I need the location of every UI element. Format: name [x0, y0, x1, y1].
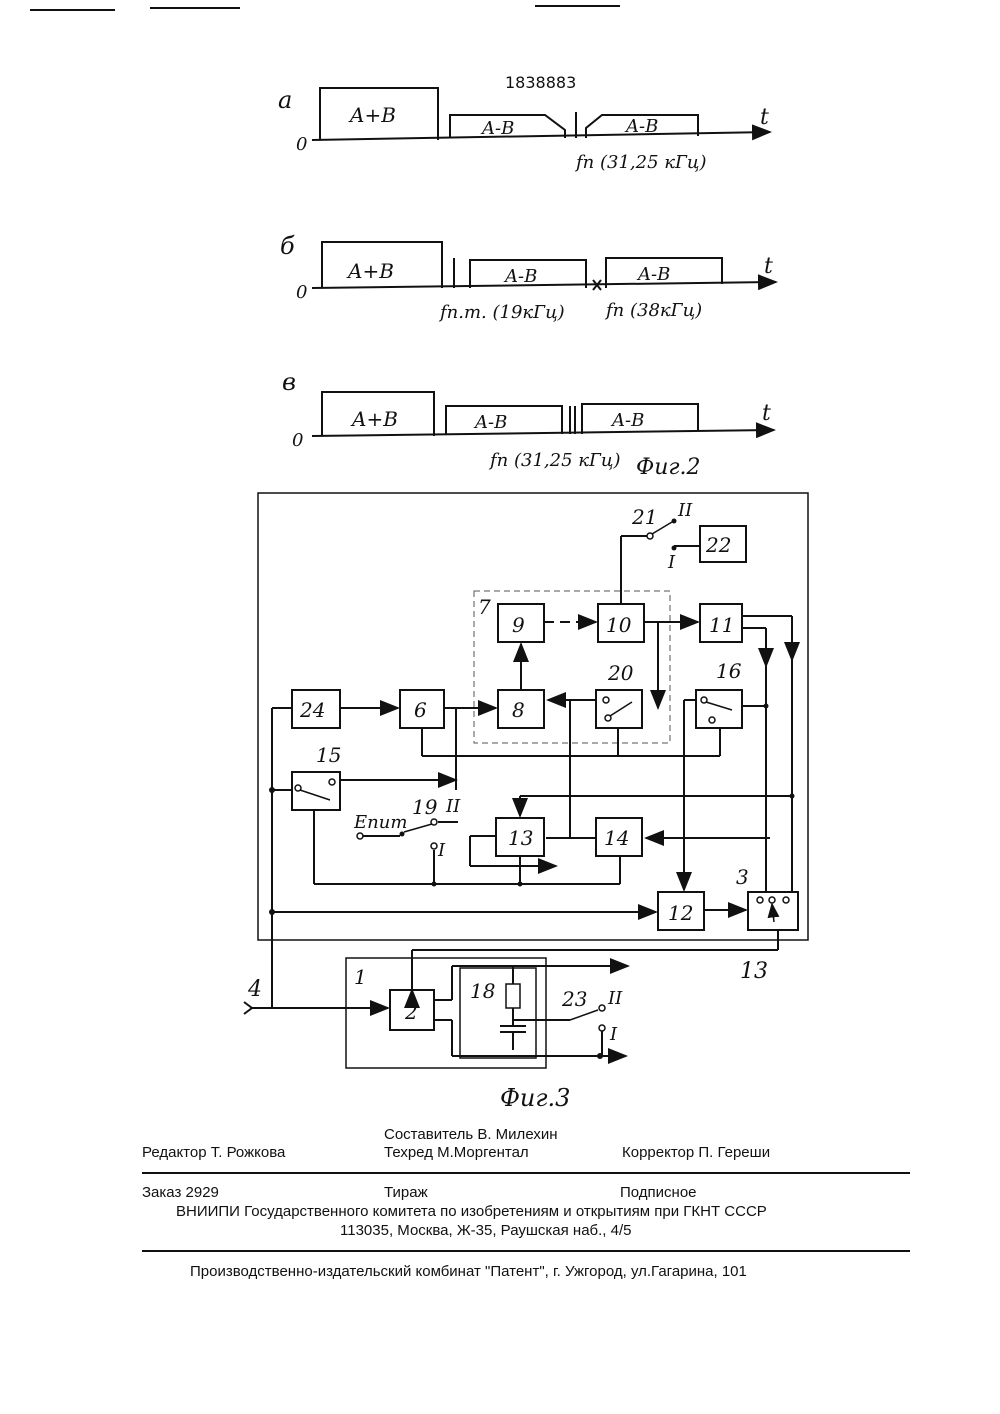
techred-line: Техред М.Моргентал — [384, 1144, 529, 1161]
block-3-label: 18 — [470, 979, 495, 1003]
diff2-label: A-B — [610, 410, 644, 431]
switch-16-label: 16 — [716, 659, 742, 683]
block-11-label: 11 — [709, 613, 734, 637]
block-18-label: 14 — [604, 826, 629, 850]
diff1-label: A-B — [503, 266, 537, 287]
compiler-line: Составитель В. Милехин — [384, 1126, 558, 1143]
block-10-label: 10 — [606, 613, 632, 637]
imprint-rule-bottom — [142, 1250, 910, 1252]
time-axis — [312, 132, 770, 140]
patent-number: 1838883 — [505, 73, 576, 92]
fig2-row-b: б 0 t A+B A-B A-B fп.т. (19кГц) fп (38кГ… — [280, 232, 776, 323]
fig2-caption: Фиг.2 — [636, 455, 701, 480]
switch-23-pos-I: I — [609, 1024, 618, 1045]
switch-15-label: 15 — [316, 743, 341, 767]
block-17-label: 13 — [508, 826, 533, 850]
diff2-label: A-B — [624, 116, 658, 137]
supply-label: Eпит — [353, 812, 407, 833]
switch-16 — [696, 690, 742, 728]
diff1-label: A-B — [480, 118, 514, 139]
origin-label: 0 — [292, 430, 303, 451]
fig2-row-a: а 0 t A+B A-B A-B fп (31,25 кГц) — [278, 86, 770, 173]
block-8-label: 8 — [512, 698, 525, 722]
fig2-row-v: в 0 t A+B A-B A-B fп (31,25 кГц) Фиг.2 — [282, 368, 774, 480]
switch-12-label: 3 — [736, 865, 749, 889]
switch-19-pos-I: I — [437, 840, 446, 861]
fig3-schematic: 7 9 10 11 22 24 6 8 20 16 15 13 14 — [244, 493, 808, 1112]
corrector-line: Корректор П. Гереши — [622, 1144, 770, 1161]
sum-label: A+B — [350, 407, 398, 431]
diff1-label: A-B — [473, 412, 507, 433]
address-line: 113035, Москва, Ж-35, Раушская наб., 4/5 — [340, 1222, 632, 1239]
carrier-freq-label: fп (31,25 кГц) — [574, 152, 707, 173]
resistor — [506, 984, 520, 1008]
switch-21-pos-I: I — [667, 552, 676, 573]
switch-23-pos-II: II — [607, 988, 623, 1009]
printer-line: Производственно-издательский комбинат "П… — [190, 1263, 747, 1280]
origin-label: 0 — [296, 282, 307, 303]
block-24-label: 24 — [299, 698, 325, 722]
block-2-label: 2 — [404, 1000, 418, 1024]
sum-label: A+B — [346, 259, 394, 283]
institute-line: ВНИИПИ Государственного комитета по изоб… — [176, 1203, 767, 1220]
carrier-freq-label: fп (38кГц) — [604, 300, 702, 321]
switch-23-label: 23 — [561, 987, 587, 1011]
row-letter: в — [282, 368, 296, 396]
row-letter: б — [280, 232, 295, 260]
carrier-freq-label: fп (31,25 кГц) — [488, 450, 621, 471]
order-line: Заказ 2929 — [142, 1184, 219, 1201]
switch-20-label: 20 — [607, 661, 634, 685]
sum-label: A+B — [348, 103, 396, 127]
switch-21-label: 21 — [631, 505, 657, 529]
editor-line: Редактор Т. Рожкова — [142, 1144, 285, 1161]
imprint-rule-top — [142, 1172, 910, 1174]
fig3-caption: Фиг.3 — [500, 1084, 570, 1112]
diff2-label: A-B — [636, 264, 670, 285]
switch-19-pos-II: II — [445, 796, 461, 817]
block-13-label: 13 — [740, 959, 768, 984]
circulation-line: Тираж — [384, 1184, 428, 1201]
subscription-line: Подписное — [620, 1184, 697, 1201]
switch-20 — [596, 690, 642, 728]
switch-19-label: 19 — [412, 795, 438, 819]
row-letter: а — [278, 86, 292, 114]
block-7-label: 7 — [478, 595, 491, 619]
block-22-label: 22 — [705, 533, 731, 557]
time-axis-label: t — [762, 401, 771, 426]
time-axis-label: t — [764, 254, 773, 279]
input-label: 4 — [247, 977, 262, 1002]
pilot-freq-label: fп.т. (19кГц) — [438, 302, 565, 323]
time-axis-label: t — [760, 105, 769, 130]
block-1 — [346, 958, 546, 1068]
block-9-label: 9 — [512, 613, 525, 637]
block-14-label: 12 — [668, 901, 693, 925]
block-1-label: 1 — [354, 965, 367, 989]
origin-label: 0 — [296, 134, 307, 155]
switch-21-pos-II: II — [677, 500, 693, 521]
block-6-label: 6 — [414, 698, 427, 722]
